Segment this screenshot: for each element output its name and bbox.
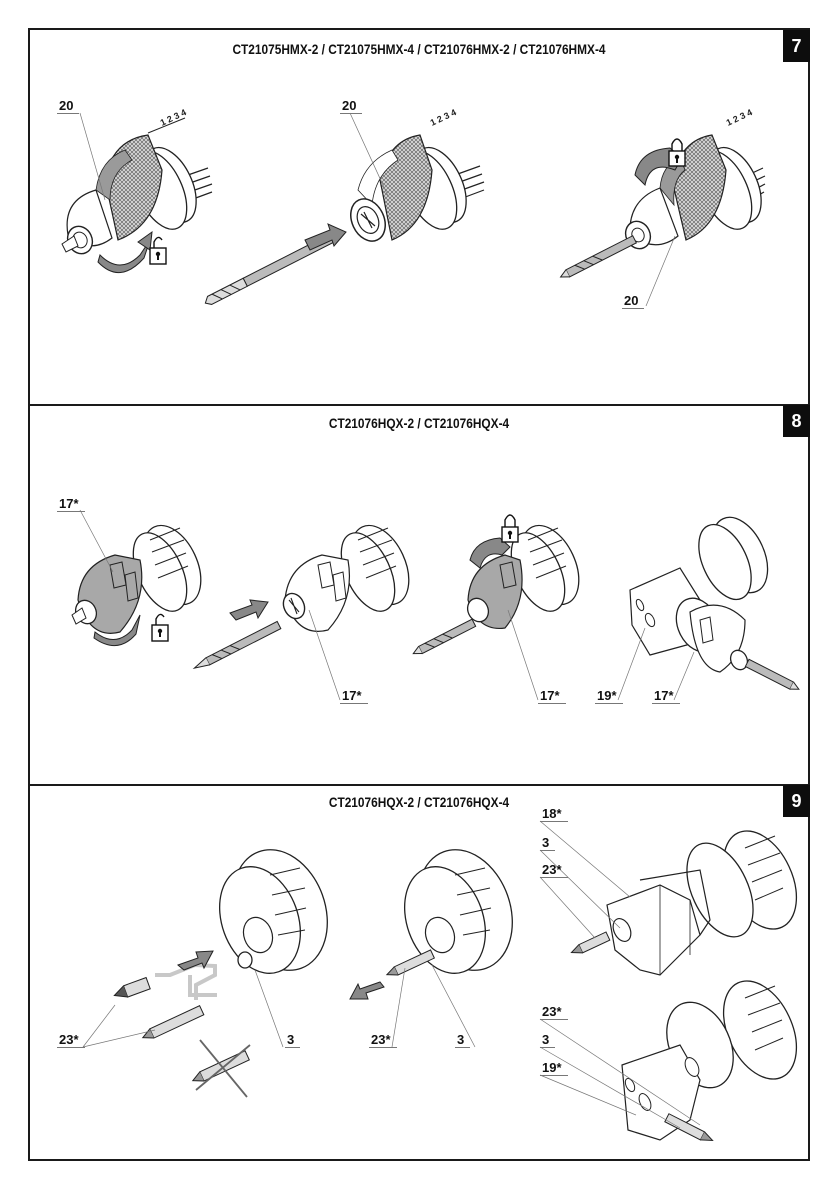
callout-label: 20 bbox=[622, 293, 645, 309]
crossed-out-mark bbox=[195, 1039, 251, 1098]
callout-label: 17* bbox=[652, 688, 680, 704]
callout-label: 20 bbox=[57, 98, 80, 114]
callout-label: 3 bbox=[540, 1032, 556, 1048]
page-frame bbox=[28, 28, 810, 1161]
step-7-1-illustration: 1 2 3 4 bbox=[61, 107, 213, 273]
unlock-icon bbox=[151, 613, 169, 642]
callout-label: 3 bbox=[455, 1032, 471, 1048]
svg-text:1 2 3 4: 1 2 3 4 bbox=[429, 107, 458, 128]
unlock-icon bbox=[149, 236, 167, 265]
lock-icon bbox=[501, 514, 519, 543]
step-9-2-illustration bbox=[385, 849, 513, 1048]
callout-label: 3 bbox=[540, 835, 556, 851]
step-8-1-illustration bbox=[71, 509, 202, 646]
insert-arrow-icon bbox=[229, 599, 269, 621]
step-8-3-illustration bbox=[412, 524, 580, 701]
step-9-1-illustration bbox=[82, 849, 328, 1098]
svg-text:1 2 3 4: 1 2 3 4 bbox=[725, 107, 754, 128]
section-title: CT21076HQX-2 / CT21076HQX-4 bbox=[328, 795, 510, 810]
callout-label: 23* bbox=[57, 1032, 85, 1048]
callout-label: 17* bbox=[538, 688, 566, 704]
insert-arrow-icon bbox=[177, 950, 214, 971]
lock-icon bbox=[668, 138, 686, 167]
callout-label: 3 bbox=[285, 1032, 301, 1048]
section-9: CT21076HQX-2 / CT21076HQX-4 9 bbox=[28, 785, 810, 1161]
callout-label: 20 bbox=[340, 98, 363, 114]
callout-label: 17* bbox=[340, 688, 368, 704]
callout-label: 23* bbox=[540, 862, 568, 878]
section-title: CT21075HMX-2 / CT21075HMX-4 / CT21076HMX… bbox=[232, 42, 606, 57]
callout-label: 23* bbox=[369, 1032, 397, 1048]
callout-label: 18* bbox=[540, 806, 568, 822]
section-7: CT21075HMX-2 / CT21075HMX-4 / CT21076HMX… bbox=[28, 28, 810, 404]
step-7-3-illustration: 1 2 3 4 bbox=[559, 107, 766, 307]
section-title: CT21076HQX-2 / CT21076HQX-4 bbox=[328, 416, 510, 431]
callout-label: 23* bbox=[540, 1004, 568, 1020]
step-8-2-illustration bbox=[192, 524, 410, 701]
step-9-3-illustration bbox=[539, 820, 798, 976]
section-number-badge: 8 bbox=[783, 405, 810, 437]
callout-label: 19* bbox=[595, 688, 623, 704]
callout-label: 19* bbox=[540, 1060, 568, 1076]
section-number-badge: 9 bbox=[783, 785, 810, 817]
insert-arrow-icon bbox=[304, 223, 347, 251]
section-number-badge: 7 bbox=[783, 30, 810, 62]
remove-arrow-icon bbox=[349, 981, 385, 1000]
step-7-2-illustration: 1 2 3 4 bbox=[204, 107, 485, 305]
step-9-4-illustration bbox=[539, 980, 798, 1142]
svg-text:1 2 3 4: 1 2 3 4 bbox=[159, 107, 188, 128]
callout-label: 17* bbox=[57, 496, 85, 512]
step-8-4-illustration bbox=[617, 516, 800, 701]
section-divider bbox=[28, 404, 810, 406]
section-8: CT21076HQX-2 / CT21076HQX-4 8 bbox=[28, 405, 810, 785]
section-divider bbox=[28, 784, 810, 786]
